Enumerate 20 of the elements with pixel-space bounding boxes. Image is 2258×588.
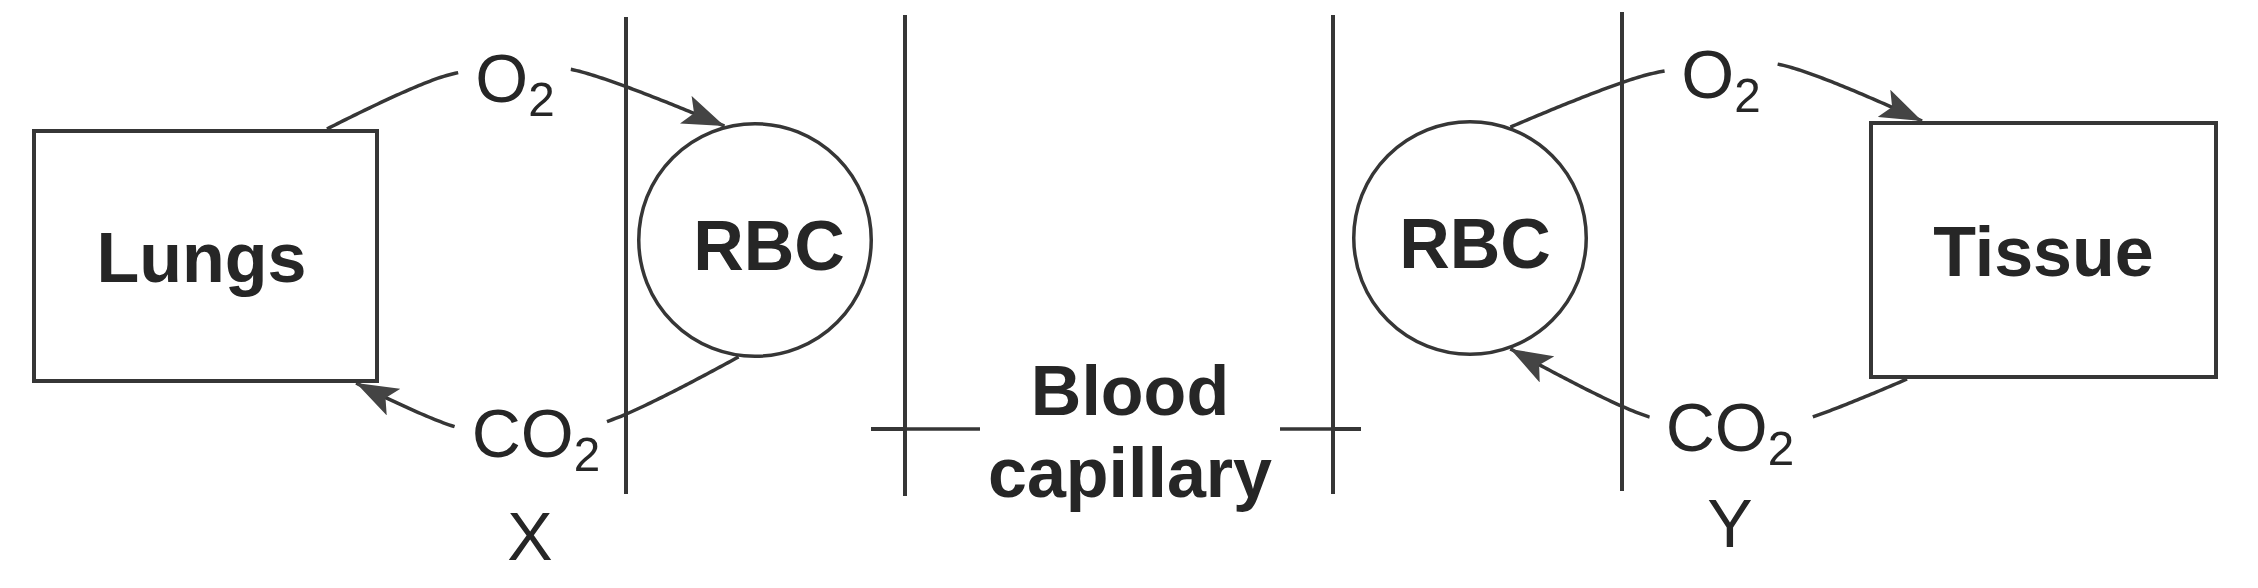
curved-arrow [1508,62,1924,129]
cell-label: RBC [1399,209,1551,279]
curved-arrow [1508,347,1909,419]
site-label: Y [1707,489,1753,557]
capillary-wall [1620,12,1624,491]
site-label: X [507,502,553,570]
lungs-box [32,129,379,383]
blood-cell-circle [637,122,873,358]
capillary-label: Blood capillary [980,350,1280,514]
capillary-wall [624,17,628,494]
tissue-box [1869,121,2218,379]
leader-line [1280,427,1331,431]
curved-arrow [354,355,741,429]
blood-cell-circle [1352,120,1588,356]
leader-line [907,427,980,431]
tissue-label: Tissue [1933,217,2154,287]
curved-arrow [325,67,727,131]
cell-label: RBC [693,211,845,281]
capillary-wall [871,15,907,496]
capillary-wall [1331,15,1361,494]
